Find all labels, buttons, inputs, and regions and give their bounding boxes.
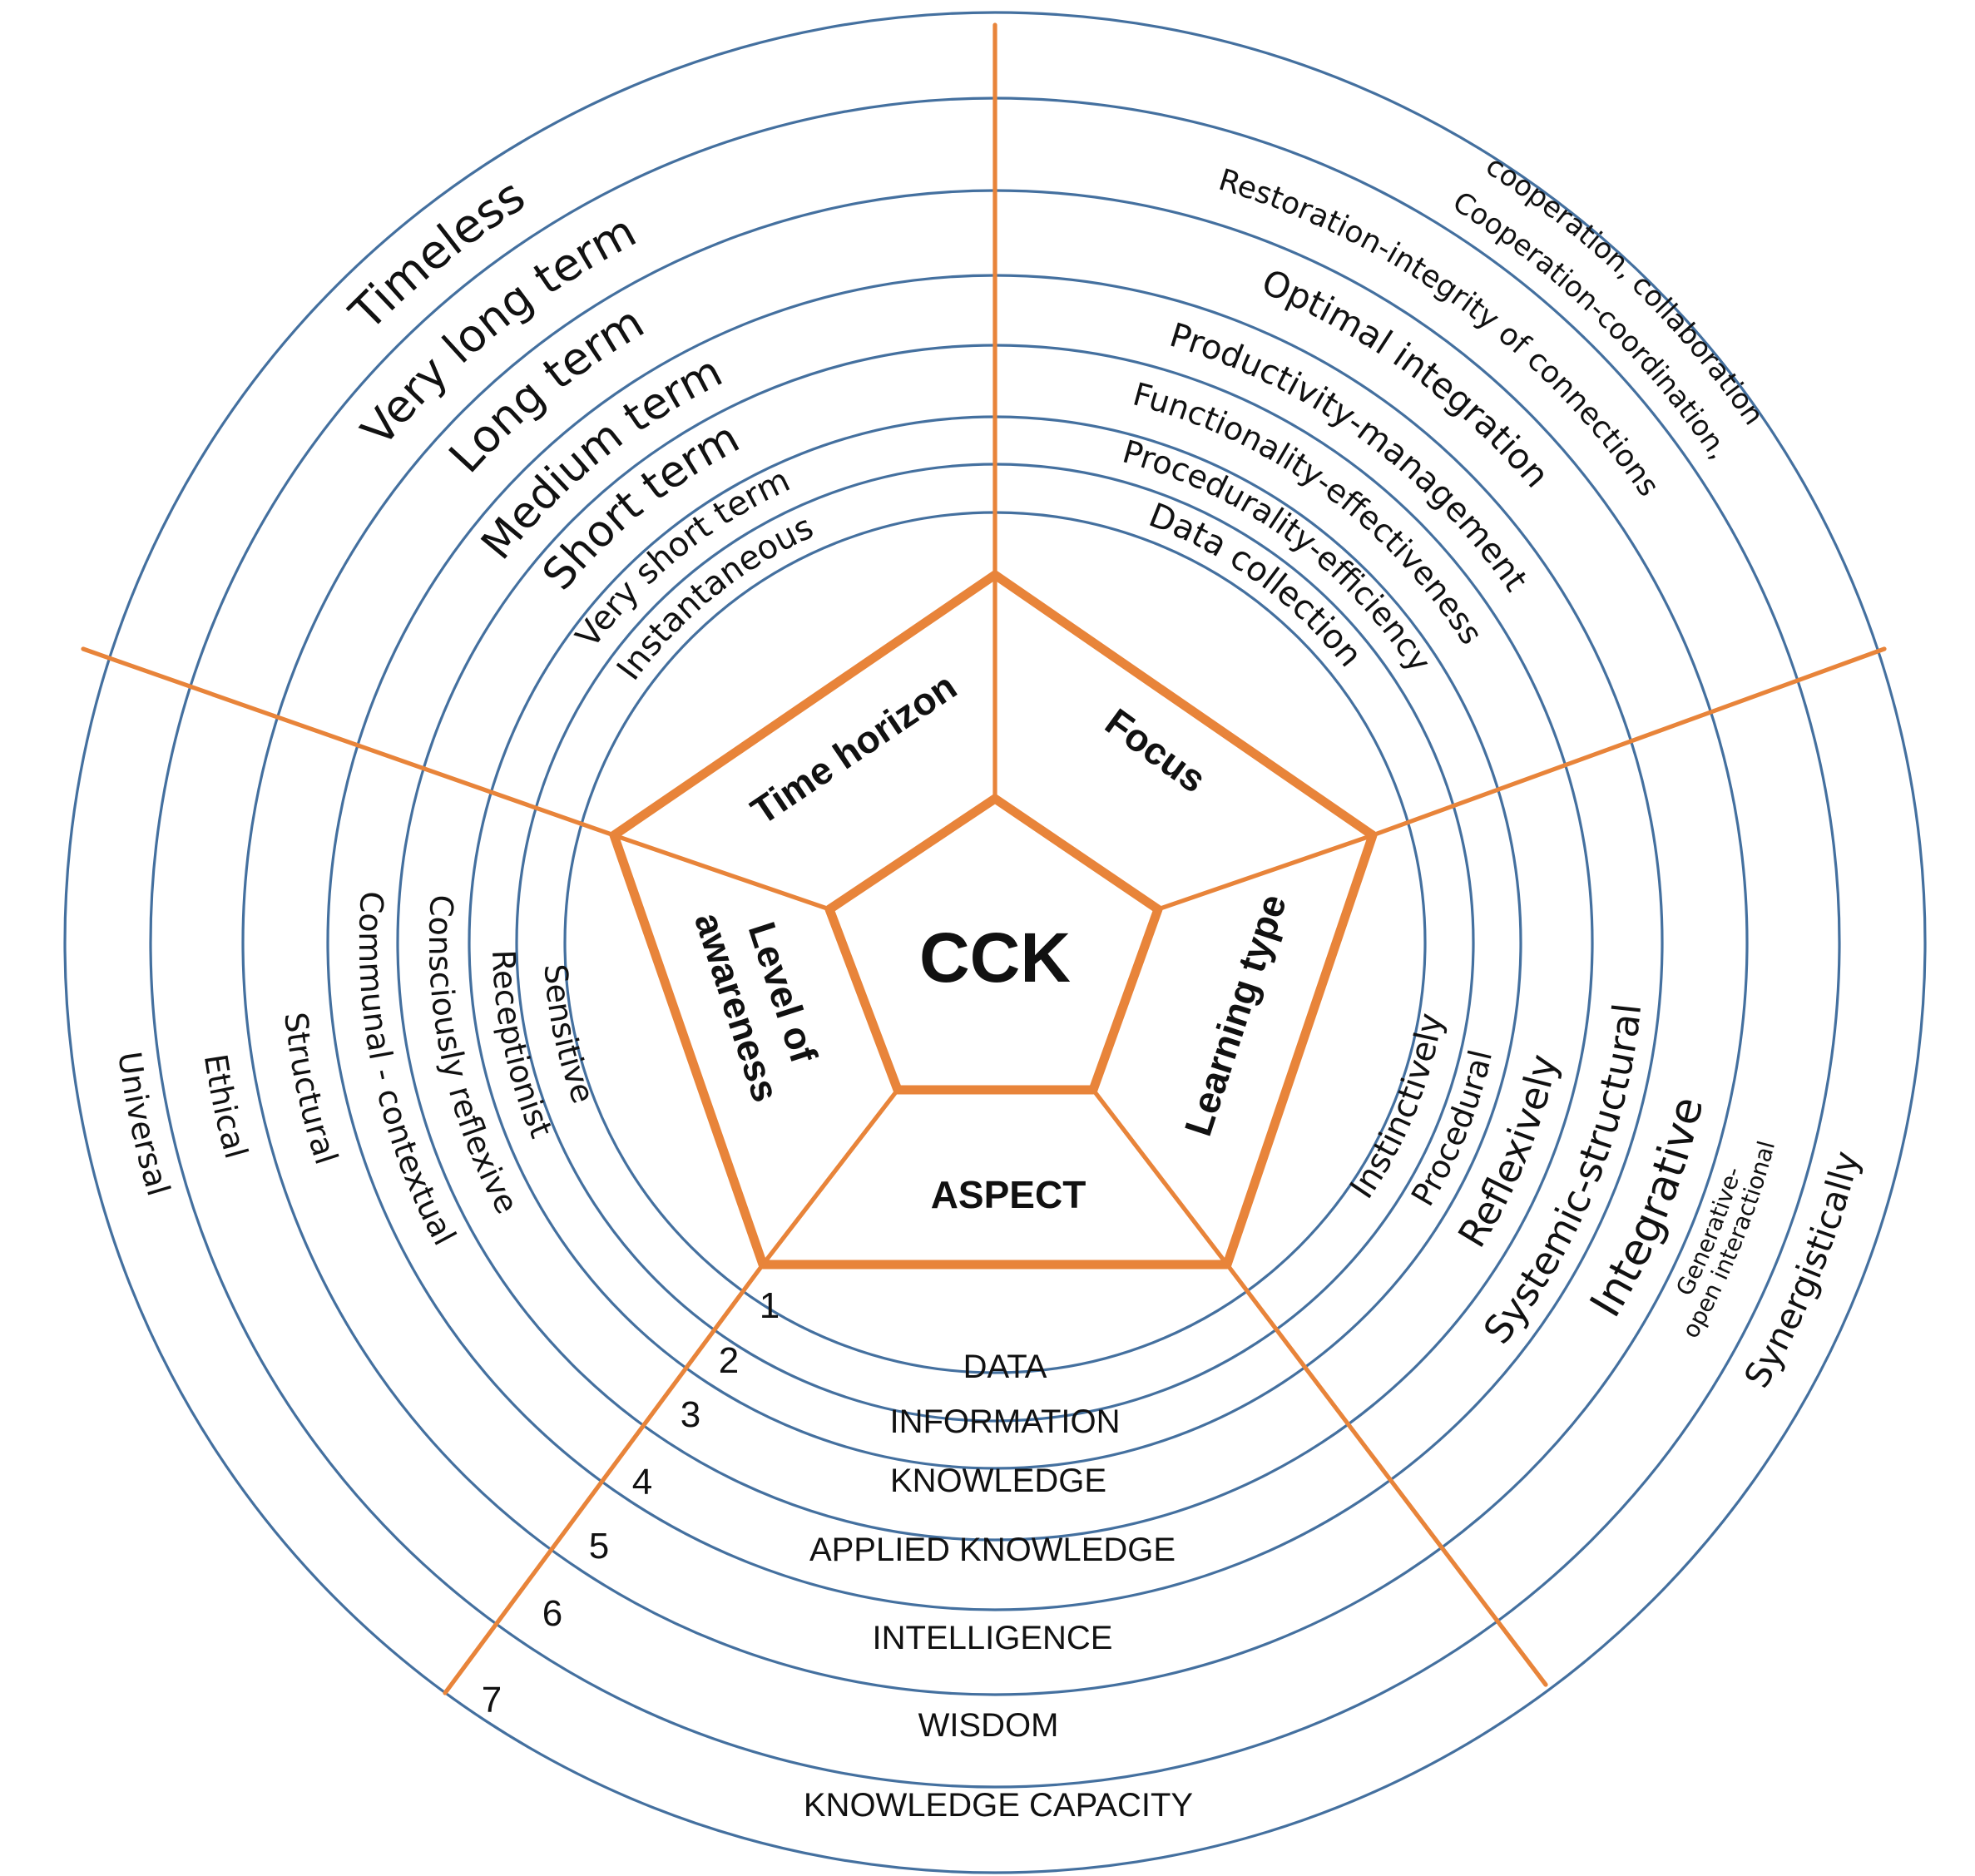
spoke-lower-right: [1225, 1262, 1548, 1687]
level-number-4: 4: [632, 1462, 652, 1502]
aspect-level-4: APPLIED KNOWLEDGE: [809, 1532, 1176, 1568]
awareness-level-6: Ethical: [197, 1052, 255, 1162]
level-number-7: 7: [482, 1680, 502, 1720]
level-number-1: 1: [760, 1285, 780, 1326]
segment-title-aspect: ASPECT: [931, 1173, 1086, 1216]
divider-left: [613, 833, 830, 912]
spokes: [81, 22, 1887, 1695]
focus-level-8: cooperation, collaboration: [1480, 149, 1770, 431]
inner-pentagon: [824, 794, 1163, 1095]
aspect-level-6: WISDOM: [918, 1707, 1059, 1744]
outer-pentagon: [609, 570, 1378, 1270]
aspect-level-5: INTELLIGENCE: [873, 1620, 1113, 1656]
ring-8: [63, 11, 1927, 1874]
aspect-level-2: INFORMATION: [889, 1403, 1120, 1440]
awareness-level-1: Sensitive: [537, 963, 602, 1108]
level-number-5: 5: [589, 1526, 609, 1567]
center-label: CCK: [919, 918, 1071, 997]
level-number-2: 2: [719, 1340, 739, 1381]
spoke-lower-left: [443, 1262, 765, 1695]
segment-dividers: [613, 575, 1374, 1266]
aspect-level-1: DATA: [963, 1349, 1047, 1385]
awareness-level-7: Universal: [111, 1049, 176, 1200]
divider-bottom-right: [1091, 1088, 1230, 1266]
aspect-level-labels: DATA INFORMATION KNOWLEDGE APPLIED KNOWL…: [804, 1349, 1193, 1824]
spoke-upper-right: [1370, 646, 1887, 838]
divider-right: [1157, 833, 1374, 912]
level-numbers: 1 2 3 4 5 6 7: [482, 1285, 780, 1720]
aspect-level-7: KNOWLEDGE CAPACITY: [804, 1787, 1193, 1824]
divider-bottom-left: [760, 1088, 900, 1266]
level-number-6: 6: [542, 1593, 562, 1634]
spoke-upper-left: [81, 646, 616, 838]
level-number-3: 3: [681, 1394, 700, 1435]
aspect-level-3: KNOWLEDGE: [890, 1463, 1106, 1499]
